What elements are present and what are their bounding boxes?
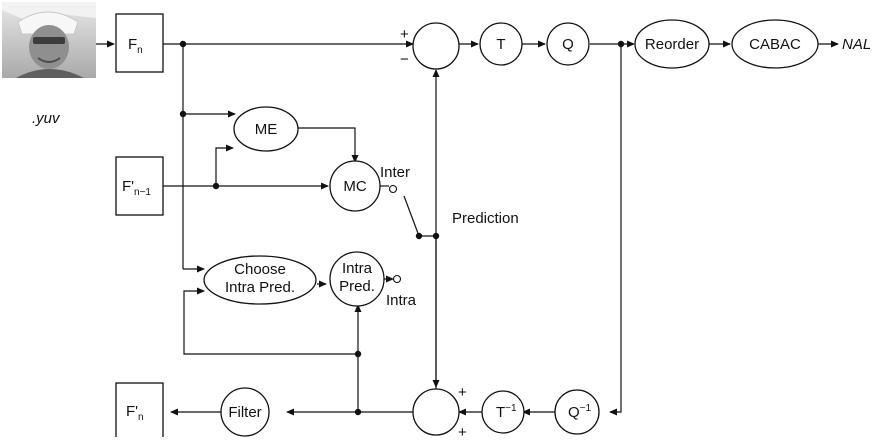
block-choose-intra: Choose Intra Pred.	[204, 256, 316, 304]
choose-intra-line2: Intra Pred.	[225, 279, 295, 296]
yuv-label: .yuv	[32, 110, 61, 127]
choose-intra-line1: Choose	[234, 261, 286, 278]
block-me: ME	[234, 107, 298, 151]
block-inv-quant: Q−1	[555, 390, 599, 434]
block-quant-label: Q	[562, 36, 574, 53]
signal-wires	[96, 44, 838, 412]
intra-pred-line1: Intra	[342, 260, 373, 277]
block-me-label: ME	[255, 121, 278, 138]
junction-dots	[180, 41, 624, 415]
block-mc-label: MC	[343, 178, 366, 195]
inter-switch-terminal	[390, 186, 397, 193]
block-fn: Fn	[116, 14, 163, 72]
adder-node	[413, 389, 459, 435]
add-plus-top: +	[458, 384, 467, 401]
block-cabac-label: CABAC	[749, 36, 801, 53]
subtractor-node	[413, 23, 459, 69]
block-quant: Q	[547, 23, 589, 65]
block-mc: MC	[330, 161, 380, 211]
block-intra-pred: Intra Pred.	[330, 252, 384, 306]
block-filter-label: Filter	[228, 404, 261, 421]
video-frame-thumbnail	[2, 2, 96, 78]
add-plus-bottom: +	[458, 424, 467, 437]
block-transform-label: T	[496, 36, 505, 53]
sub-plus-sign: +	[400, 26, 409, 43]
block-reorder-label: Reorder	[645, 36, 699, 53]
block-fprev: F'n−1	[116, 157, 163, 215]
block-transform: T	[480, 23, 522, 65]
block-inv-transform: T−1	[482, 391, 524, 433]
block-filter: Filter	[221, 388, 269, 436]
intra-label: Intra	[386, 292, 417, 309]
intra-pred-line2: Pred.	[339, 278, 375, 295]
block-cabac: CABAC	[732, 20, 818, 68]
sub-minus-sign: −	[400, 51, 409, 68]
block-reorder: Reorder	[635, 20, 709, 68]
inter-label: Inter	[380, 164, 410, 181]
block-frecon: F'n	[116, 383, 163, 437]
intra-switch-terminal	[394, 276, 401, 283]
prediction-label: Prediction	[452, 210, 519, 227]
nal-output-label: NAL	[842, 36, 871, 53]
